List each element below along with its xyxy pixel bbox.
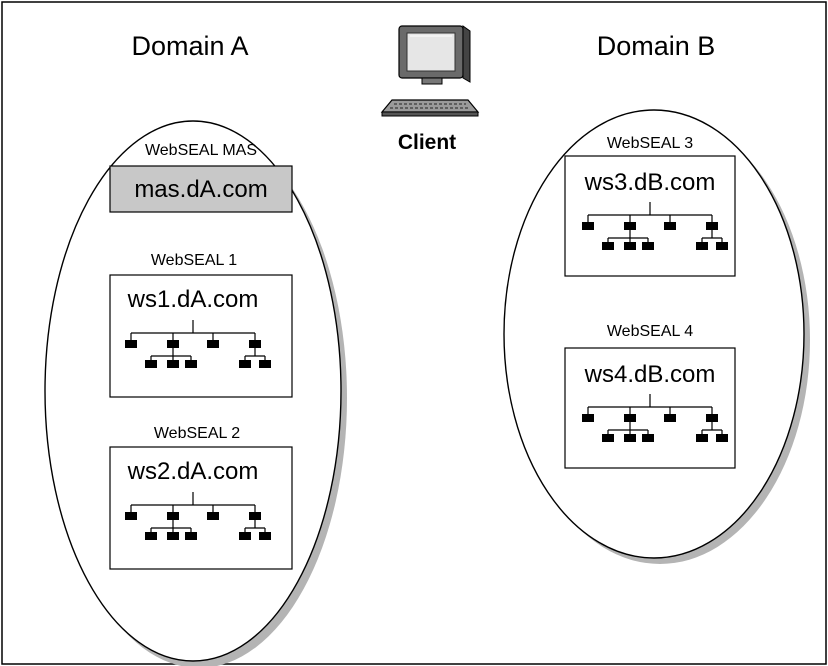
server-mas-label: WebSEAL MAS <box>145 142 257 159</box>
server-ws3-label: WebSEAL 3 <box>607 135 693 152</box>
client-label: Client <box>398 131 456 154</box>
server-mas-box <box>109 165 293 213</box>
server-ws4-label: WebSEAL 4 <box>607 323 693 340</box>
server-ws3-box <box>564 155 736 277</box>
server-ws2: WebSEAL 2 ws2.dA.com <box>109 425 293 570</box>
server-ws4: WebSEAL 4 ws4.dB.com <box>564 323 736 469</box>
server-mas: WebSEAL MAS mas.dA.com <box>109 142 293 213</box>
server-ws1-box <box>109 274 293 398</box>
server-ws1-host: ws1.dA.com <box>127 286 259 313</box>
server-ws2-box <box>109 446 293 570</box>
server-mas-host: mas.dA.com <box>134 176 267 203</box>
domain-b: Domain B WebSEAL 3 ws3.dB.com WebSEAL 4 … <box>503 31 810 564</box>
server-ws4-box <box>564 347 736 469</box>
server-ws1-label: WebSEAL 1 <box>151 252 237 269</box>
client: Client <box>380 25 480 154</box>
server-ws2-label: WebSEAL 2 <box>154 425 240 442</box>
server-ws1: WebSEAL 1 ws1.dA.com <box>109 252 293 398</box>
server-ws3-host: ws3.dB.com <box>584 169 716 196</box>
computer-icon <box>380 25 480 117</box>
server-ws2-host: ws2.dA.com <box>127 458 259 485</box>
domain-a-title: Domain A <box>131 31 248 61</box>
domain-a: Domain A WebSEAL MAS mas.dA.com WebSEAL … <box>44 31 347 666</box>
domain-b-title: Domain B <box>597 31 716 61</box>
server-ws3: WebSEAL 3 ws3.dB.com <box>564 135 736 277</box>
server-ws4-host: ws4.dB.com <box>584 361 716 388</box>
